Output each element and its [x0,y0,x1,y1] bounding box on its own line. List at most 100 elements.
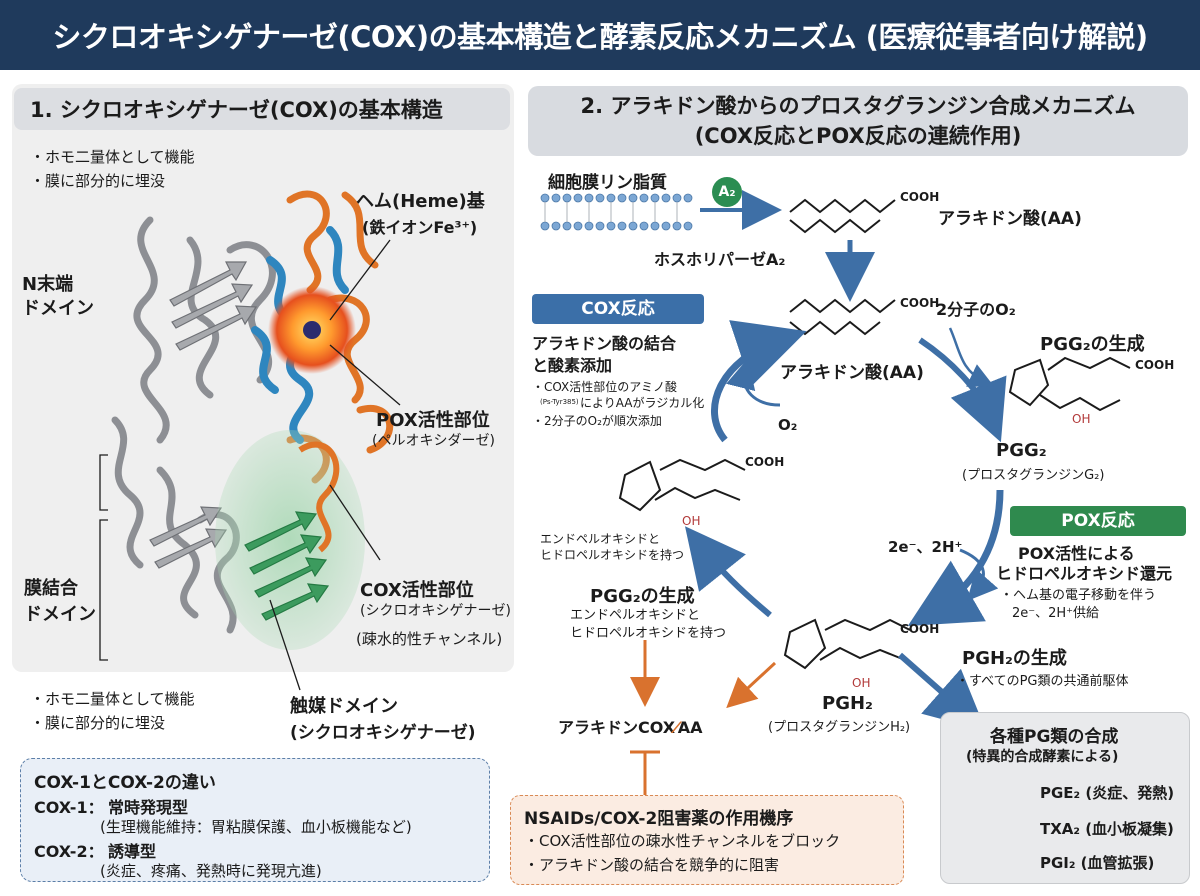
cox-cycle-arrow [711,320,807,443]
txa2-label: TXA₂ (血小板凝集) [1040,820,1174,838]
endo-text-3: エンドペルオキシドと [570,608,701,623]
pla2-badge: A₂ [712,177,742,207]
pox-site-sub-label: (ペルオキシダーゼ) [372,433,495,449]
structure-heading: 1. シクロオキシゲナーゼ(COX)の基本構造 [14,88,510,130]
pg-types-subtitle: (特異的合成酵素による) [966,749,1119,765]
pox-desc-1: POX活性による [1018,544,1135,563]
difference-title: COX-1とCOX-2の違い [34,773,216,793]
cooh-top: COOH [900,190,940,204]
iron-ion-icon [303,321,321,339]
o2-arc-arrow [726,358,781,407]
electron-arrow [959,548,999,602]
oh-pgh2: OH [852,676,871,690]
complex-label: アラキドンCOX⁄AA [558,714,703,738]
cooh-pgg2-left: COOH [745,455,785,469]
aa-mid-label: アラキドン酸(AA) [780,363,924,383]
membrane-phospholipid-label: 細胞膜リン脂質 [548,173,667,193]
cox-reaction-tag: COX反応 [532,294,704,324]
arachidonic-acid-structure-mid [789,298,896,336]
cox1-type: 常時発現型 [108,798,189,817]
pg-types-title: 各種PG類の合成 [990,727,1119,747]
n-term-label: N末端 [22,274,74,295]
phospholipid-membrane-icon [540,193,693,231]
cox-desc-1: アラキドン酸の結合 [532,334,677,353]
pgg2-sub-label: (プロスタグランジンG₂) [962,468,1105,483]
cox2-detail: (炎症、疼痛、発熱時に発現亢進) [100,862,322,880]
channel-label: (疎水的性チャンネル) [356,630,503,648]
pgh2-return-arrow [685,526,772,618]
to-prostaglandins-arrow [898,652,986,731]
oh-pgg2-left: OH [682,514,701,528]
pgh2-structure [783,618,911,670]
bullet-homodimer-bottom: ・ホモ二量体として機能 [30,690,195,708]
cox-site-sub-label: (シクロオキシゲナーゼ) [360,603,511,619]
cox1-detail: (生理機能維持：胃粘膜保護、血小板機能など) [100,818,412,836]
bullet-membrane-top: ・膜に部分的に埋没 [30,172,166,190]
cox-bullet-2: によりAAがラジカル化 [580,396,705,410]
cox2-type: 誘導型 [108,842,157,861]
cox1-cox2-difference-box [20,758,490,882]
pox-desc-2: ヒドロペルオキシド還元 [996,564,1173,583]
endo-text-4: ヒドロペルオキシドを持つ [570,626,727,641]
oxygen-label: 2分子のO₂ [936,300,1016,319]
pgg2-structure-left [618,458,746,512]
beta-sheet-arrows [149,261,258,569]
heme-label: ヘム(Heme)基 [356,191,485,212]
arachidonic-acid-structure-top [789,198,896,234]
oh-pgg2-right: OH [1072,412,1091,426]
cox-bullet-1: ・COX活性部位のアミノ酸 [532,380,678,394]
cox-site-label: COX活性部位 [360,580,474,601]
o2-in-arrow [948,327,995,387]
nsaid-bullet-1: ・COX活性部位の疎水性チャンネルをブロック [524,832,841,850]
mechanism-heading-line-1: 2. アラキドン酸からのプロスタグランジン合成メカニズム [580,94,1136,118]
cox-bullet-3: ・2分子のO₂が順次添加 [532,414,662,428]
complex-label-enzyme: アラキドンCOX [558,718,676,737]
catalytic-domain-label: 触媒ドメイン [290,696,398,717]
cox1-name: COX-1： [34,798,104,817]
prostaglandin-types-box [940,712,1190,884]
cox-desc-2: と酸素添加 [532,356,613,375]
hydrophobic-channel [215,430,365,650]
complex-bond-icon: ⁄ [675,718,678,737]
mechanism-heading: 2. アラキドン酸からのプロスタグランジン合成メカニズム (COX反応とPOX反… [528,86,1188,156]
pgh2-sub-label: (プロスタグランジンH₂) [768,720,911,735]
heme-iron-label: (鉄イオンFe³⁺) [362,218,478,237]
cox2-name: COX-2： [34,842,104,861]
pox-bullet-1: ・ヘム基の電子移動を伴う [1000,588,1157,603]
pox-reaction-tag: POX反応 [1010,506,1186,536]
channel-ribbon-orange [298,441,340,553]
bullet-homodimer-top: ・ホモ二量体として機能 [30,148,195,166]
pgg2-label: PGG₂ [996,440,1047,461]
complex-arrow-diagonal [726,661,777,709]
nsaid-title: NSAIDs/COX-2阻害薬の作用機序 [524,809,794,829]
pgh2-label: PGH₂ [822,693,873,714]
aa-top-label: アラキドン酸(AA) [938,209,1082,229]
membrane-domain-label: 膜結合 [24,578,78,599]
pge2-label: PGE₂ (炎症、発熱) [1040,784,1175,802]
pgg2-structure-right [1008,356,1131,412]
pla2-label: ホスホリパーゼA₂ [654,250,786,269]
o2-label: O₂ [778,416,798,434]
mechanism-heading-line-2: (COX反応とPOX反応の連続作用) [694,124,1022,148]
complex-label-substrate: AA [677,718,703,737]
cooh-mid: COOH [900,296,940,310]
nsaid-bullet-2: ・アラキドン酸の結合を競争的に阻害 [524,856,780,874]
catalytic-domain-sub-label: (シクロオキシゲナーゼ) [290,723,476,743]
n-term-domain-label: ドメイン [22,298,94,319]
electron-label: 2e⁻、2H⁺ [888,538,963,556]
pgi2-label: PGI₂ (血管拡張) [1040,854,1155,872]
bullet-membrane-bottom: ・膜に部分的に埋没 [30,714,166,732]
nsaid-mechanism-box [510,795,904,885]
endo-text-1: エンドペルオキシドと [540,532,661,546]
pox-bullet-2: 2e⁻、2H⁺供給 [1012,606,1100,621]
cox-bullet-2-residue: (Ps-Tyr385) [540,398,579,406]
pgg2-generation-right: PGG₂の生成 [1040,334,1145,355]
cooh-pgg2-right: COOH [1135,358,1175,372]
pgh2-generation: PGH₂の生成 [962,648,1067,669]
pgg2-generation-left: PGG₂の生成 [590,586,695,607]
cooh-pgh2: COOH [900,622,940,636]
oxygenation-arrow [918,337,1007,443]
catalytic-domain-ribbons [244,511,330,621]
